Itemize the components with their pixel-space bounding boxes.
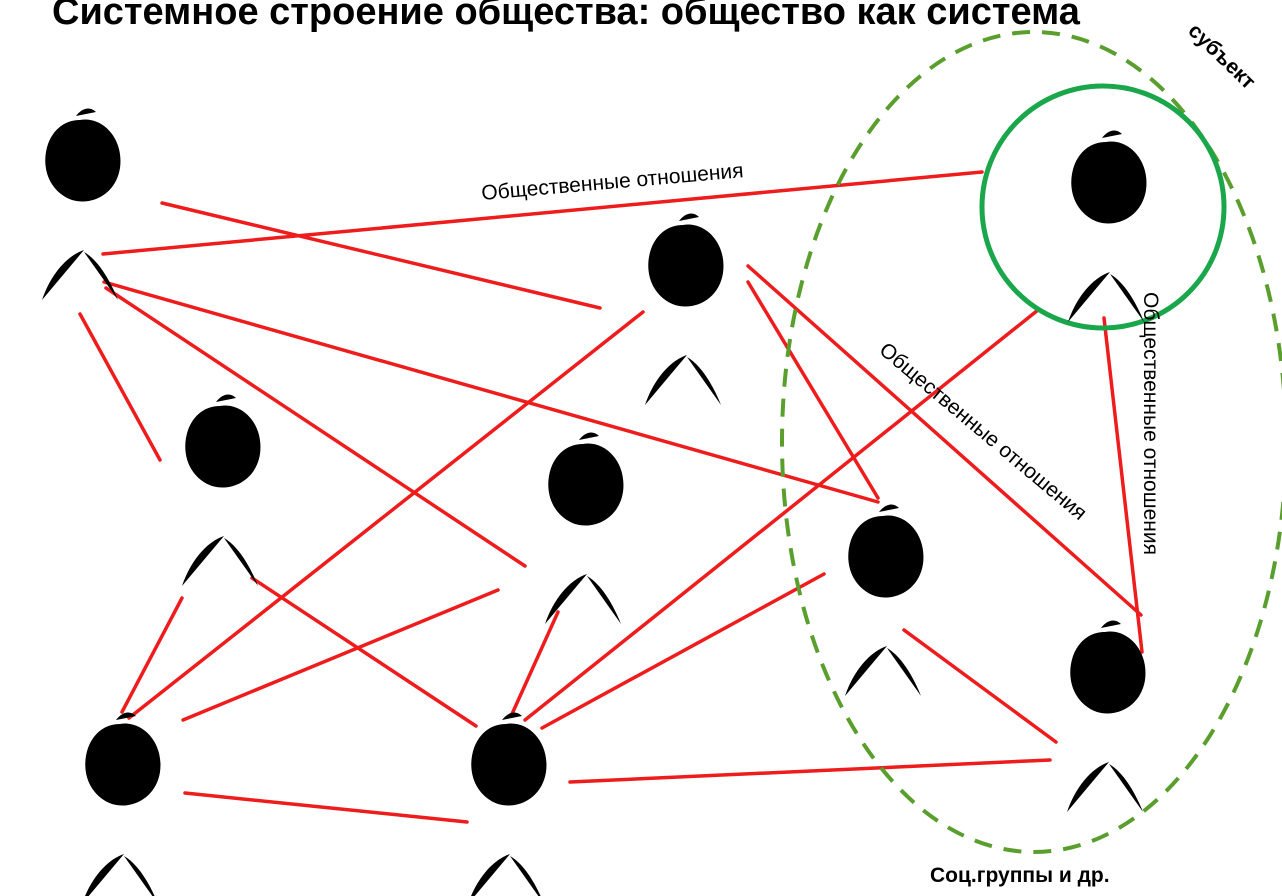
edge — [568, 758, 1052, 784]
edge — [902, 628, 1058, 744]
edge — [101, 170, 984, 256]
stick-person-icon — [645, 213, 724, 407]
relations-label-diagonal: Общественные отношения — [875, 338, 1091, 525]
edge — [250, 576, 478, 728]
edge — [523, 308, 1040, 722]
edge — [540, 572, 826, 730]
relation-edges — [78, 170, 1144, 824]
edge — [127, 310, 645, 720]
stick-person-icon — [1067, 620, 1146, 814]
edge — [746, 264, 1143, 617]
stick-person-icon — [545, 432, 624, 626]
stick-person-icon — [1068, 130, 1147, 324]
edge — [160, 201, 602, 310]
edge — [120, 596, 184, 714]
edge — [1102, 316, 1144, 654]
edge — [78, 312, 162, 462]
edge — [102, 280, 880, 504]
edge — [104, 286, 527, 568]
stick-person-icon — [468, 712, 547, 896]
edge — [183, 791, 469, 824]
subject-circle — [979, 83, 1227, 331]
page-title: Системное строение общества: общество ка… — [52, 0, 1081, 33]
edge — [746, 280, 880, 500]
edge — [510, 610, 560, 716]
stick-person-icon — [182, 394, 261, 588]
subject-label: субъект — [1184, 19, 1260, 94]
stick-person-icon — [82, 712, 161, 896]
stick-person-icon — [845, 504, 924, 698]
group-label: Соц.группы и др. — [930, 864, 1110, 887]
edge — [181, 588, 500, 722]
relations-label-vertical: Общественные отношения — [1139, 292, 1162, 555]
group-ellipse — [780, 30, 1282, 854]
stick-person-icon — [42, 108, 121, 302]
